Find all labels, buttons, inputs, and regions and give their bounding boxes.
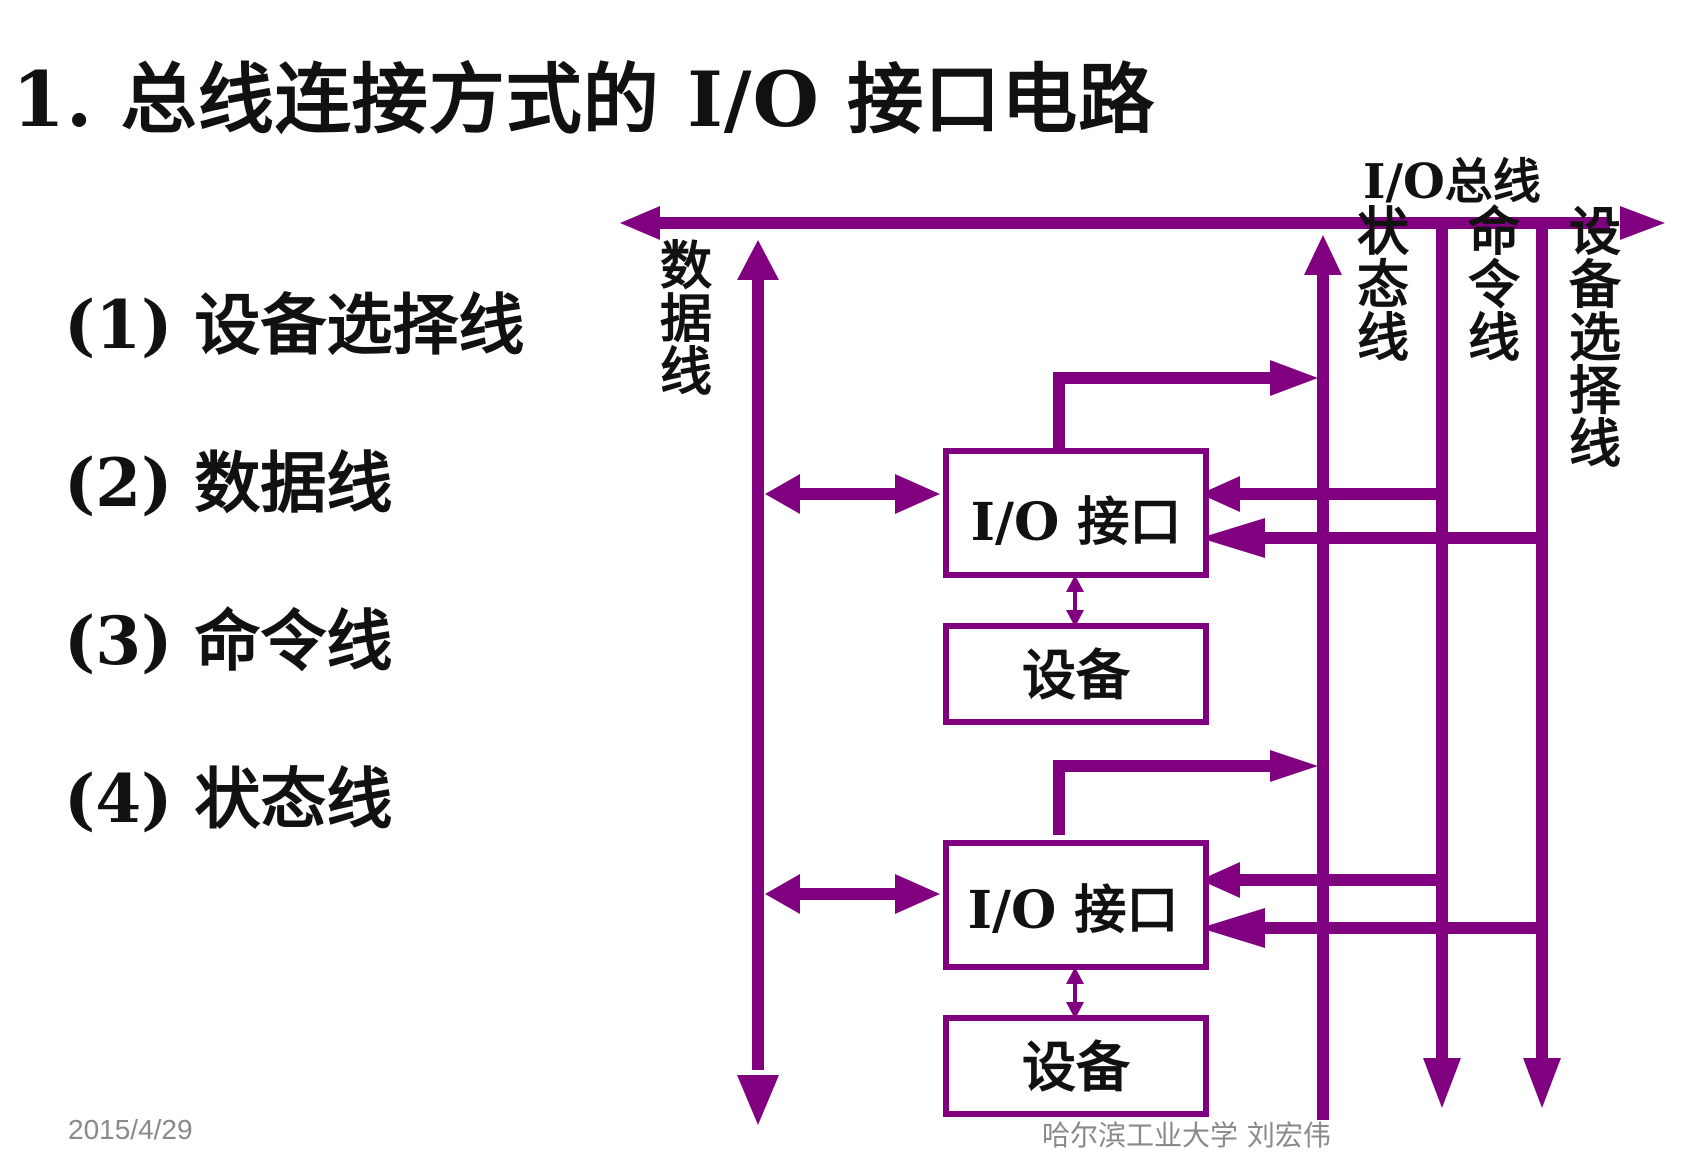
- item-number: (1): [64, 286, 173, 364]
- list-item-command: (3) 命令线: [64, 601, 524, 759]
- device-box-1: [943, 623, 1209, 725]
- item-label: 命令线: [194, 602, 393, 680]
- list-item-status: (4) 状态线: [64, 759, 524, 917]
- footer-org: 哈尔滨工业大学 刘宏伟: [1042, 1119, 1331, 1152]
- list-item-device-select: (1) 设备选择线: [64, 285, 524, 443]
- data-line-label: 数据线: [660, 236, 712, 403]
- io-interface-label-2: I/O 接口: [968, 880, 1179, 941]
- device-label-1: 设备: [1022, 643, 1131, 707]
- device-select-line-label: 设备选择线: [1569, 202, 1622, 475]
- command-line: [1423, 223, 1461, 1108]
- data-line: [737, 240, 779, 1125]
- interface-1-connections: [765, 360, 1542, 627]
- device-select-line: [1523, 223, 1561, 1108]
- interface-2-connections: [765, 750, 1542, 1019]
- status-line: [1304, 235, 1342, 1120]
- io-interface-box-2: [943, 840, 1209, 970]
- item-label: 数据线: [194, 444, 393, 522]
- command-line-label: 命令线: [1468, 202, 1521, 369]
- item-label: 设备选择线: [194, 286, 525, 364]
- io-interface-box-1: [943, 448, 1209, 578]
- item-number: (2): [64, 444, 173, 522]
- diagram-lines: [620, 206, 1665, 1125]
- io-interface-label-1: I/O 接口: [971, 492, 1182, 553]
- device-label-2: 设备: [1022, 1035, 1131, 1099]
- io-bus-line: [620, 206, 1665, 240]
- status-line-label: 状态线: [1357, 202, 1410, 369]
- footer-date: 2015/4/29: [68, 1114, 193, 1145]
- list-item-data: (2) 数据线: [64, 443, 524, 601]
- io-bus-label: I/O总线: [1363, 154, 1541, 210]
- slide-title: 1. 总线连接方式的 I/O 接口电路: [12, 55, 1156, 144]
- device-box-2: [943, 1015, 1209, 1117]
- item-number: (4): [64, 760, 173, 838]
- item-number: (3): [64, 602, 173, 680]
- item-label: 状态线: [194, 760, 393, 838]
- line-type-list: (1) 设备选择线 (2) 数据线 (3) 命令线 (4) 状态线: [64, 285, 524, 917]
